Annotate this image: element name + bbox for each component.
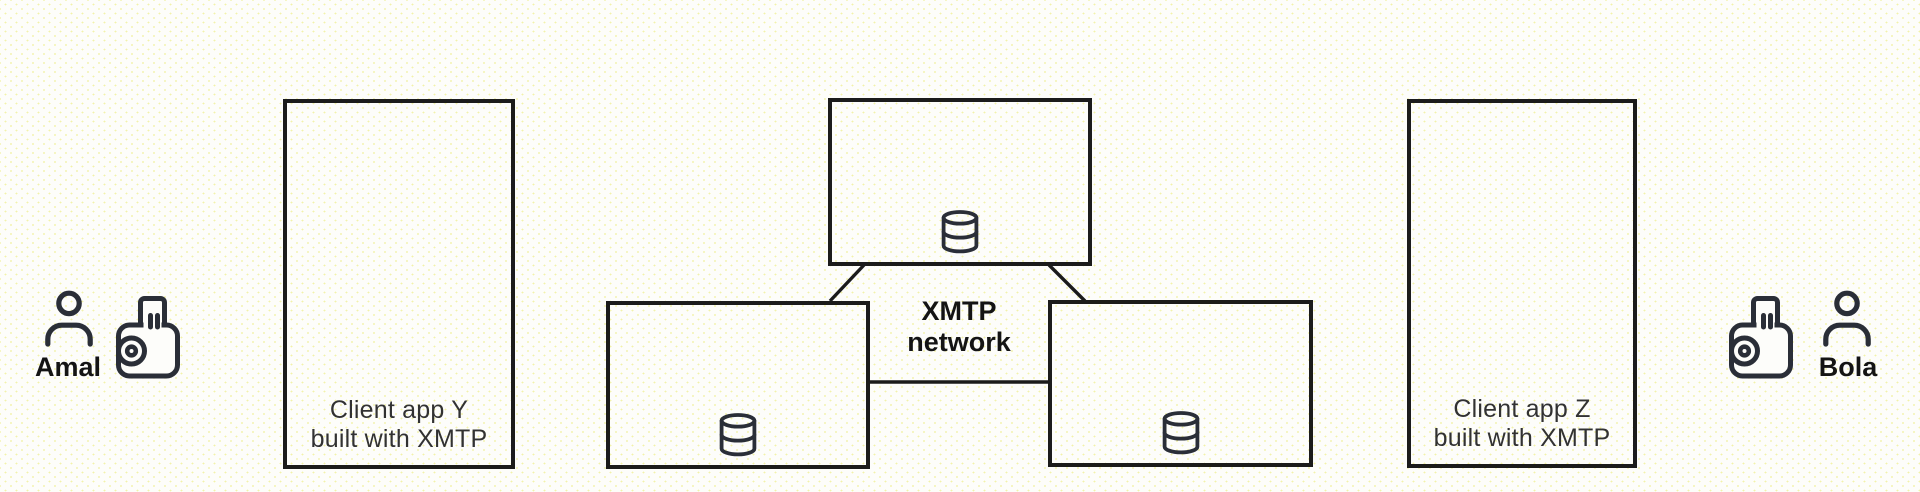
client-app-subtitle: built with XMTP <box>310 425 488 453</box>
actor-label-bola: Bola <box>1818 352 1878 382</box>
client-app-subtitle: built with XMTP <box>1433 424 1611 452</box>
client-app-name: Client app Y <box>329 396 469 424</box>
client-app-z-box: Client app Z built with XMTP <box>1407 99 1637 468</box>
network-node-bottom-left <box>606 301 870 469</box>
wallet-icon <box>1729 296 1793 379</box>
person-icon <box>45 290 93 347</box>
client-app-z-label: Client app Z built with XMTP <box>1411 395 1633 453</box>
connector-topnode-rightnode <box>1047 263 1087 303</box>
network-label: XMTP network <box>869 296 1049 358</box>
person-icon <box>1823 290 1871 347</box>
actor-label-amal: Amal <box>34 352 102 382</box>
network-node-bottom-right <box>1048 300 1313 467</box>
network-node-top <box>828 98 1092 266</box>
connector-topnode-leftnode <box>828 263 866 303</box>
network-label-line2: network <box>907 327 1011 357</box>
database-icon <box>941 210 979 254</box>
client-app-y-box: Client app Y built with XMTP <box>283 99 515 469</box>
database-icon <box>719 413 757 457</box>
client-app-y-label: Client app Y built with XMTP <box>287 396 511 454</box>
client-app-name: Client app Z <box>1453 395 1591 423</box>
network-label-line1: XMTP <box>921 296 997 326</box>
wallet-icon <box>116 296 180 379</box>
database-icon <box>1162 411 1199 455</box>
